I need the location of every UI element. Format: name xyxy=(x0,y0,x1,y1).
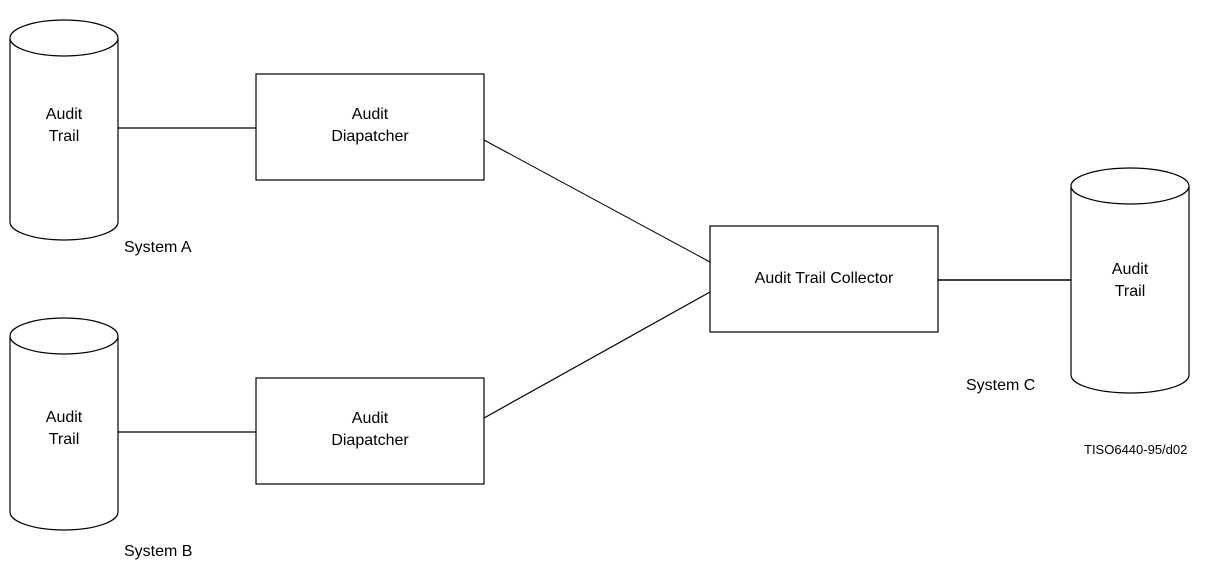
audit-trail-cylinder-a xyxy=(9,19,119,241)
dispatcher-box-a xyxy=(255,73,485,181)
collector-label: Audit Trail Collector xyxy=(754,270,894,287)
dispatcher-box-b xyxy=(255,377,485,485)
audit-trail-b-line1: Audit xyxy=(45,409,83,426)
dispatcher-a-line1: Audit xyxy=(351,106,389,123)
audit-trail-cylinder-b xyxy=(9,317,119,531)
audit-trail-b-label: Audit Trail xyxy=(14,407,114,451)
dispatcher-b-label: Audit Diapatcher xyxy=(256,408,484,452)
system-b-label: System B xyxy=(124,543,193,560)
dispatcher-a-label: Audit Diapatcher xyxy=(256,104,484,148)
dispatcher-a-line2: Diapatcher xyxy=(331,128,409,145)
dispatcher-b-line2: Diapatcher xyxy=(331,432,409,449)
connector-dispatcher-b-to-collector xyxy=(483,291,711,419)
audit-trail-cylinder-c xyxy=(1070,167,1190,394)
collector-box xyxy=(709,225,939,333)
audit-trail-a-line2: Trail xyxy=(48,128,80,145)
system-c-label: System C xyxy=(966,377,1036,394)
audit-trail-b-line2: Trail xyxy=(48,431,80,448)
connector-dispatcher-a-to-collector xyxy=(483,139,711,263)
audit-trail-c-line2: Trail xyxy=(1114,283,1146,300)
dispatcher-b-line1: Audit xyxy=(351,410,389,427)
audit-trail-c-line1: Audit xyxy=(1111,261,1149,278)
figure-reference: TISO6440-95/d02 xyxy=(1084,442,1188,457)
system-a-label: System A xyxy=(124,239,192,256)
audit-trail-c-label: Audit Trail xyxy=(1080,259,1180,303)
audit-trail-a-label: Audit Trail xyxy=(14,104,114,148)
audit-trail-a-line1: Audit xyxy=(45,106,83,123)
